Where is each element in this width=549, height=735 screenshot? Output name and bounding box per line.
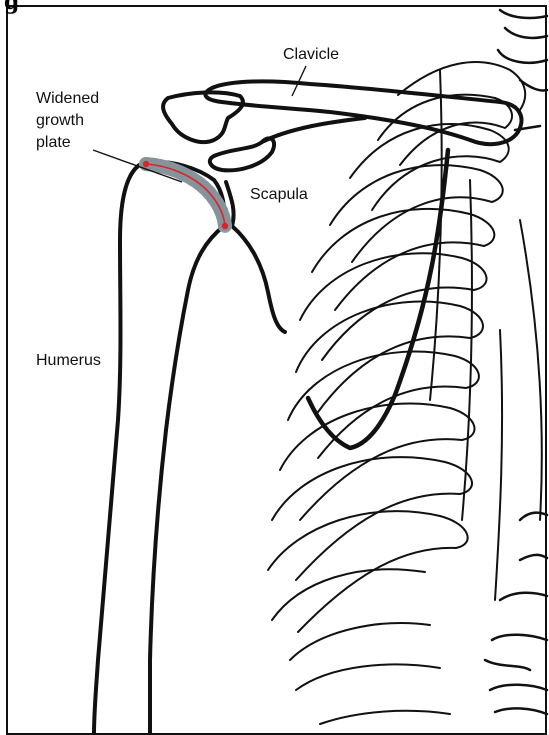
growth-plate	[143, 161, 228, 229]
growth-plate-label-line-3: plate	[36, 132, 99, 154]
scapula-top-edge	[262, 118, 365, 142]
scapula-label: Scapula	[250, 184, 308, 206]
growth-plate-label: Widened growth plate	[36, 88, 99, 154]
humerus-bone-medial	[150, 226, 224, 734]
clavicle-label: Clavicle	[283, 44, 339, 66]
clavicle-bone	[205, 81, 521, 144]
rib-cage	[268, 62, 542, 724]
growth-plate-label-line-1: Widened	[36, 88, 99, 110]
coracoid-process	[210, 138, 274, 170]
acromion	[163, 92, 243, 142]
growth-plate-label-line-2: growth	[36, 110, 99, 132]
humerus-label: Humerus	[36, 350, 101, 372]
humerus-bone	[94, 162, 146, 734]
